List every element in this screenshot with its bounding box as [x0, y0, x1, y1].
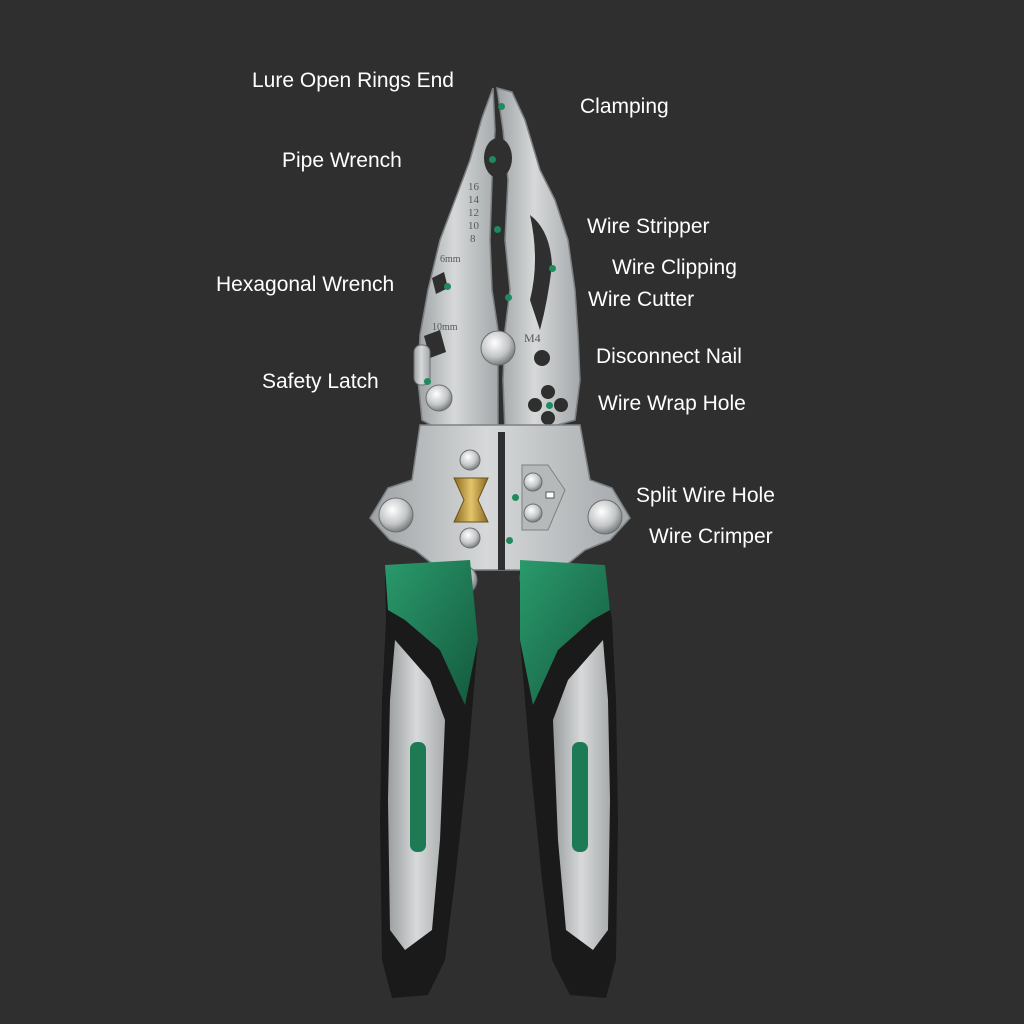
wire-wrap-holes — [528, 385, 568, 425]
label-wire-clipping: Wire Clipping — [612, 256, 737, 279]
label-wire-stripper: Wire Stripper — [587, 215, 710, 238]
right-handle-inset — [572, 742, 588, 852]
wire-clip-cutout — [530, 215, 552, 330]
marker-dot-wire-clipping — [549, 265, 556, 272]
hex-10mm-engraving: 10mm — [432, 322, 458, 333]
left-handle-green — [385, 560, 478, 705]
stripper-notches — [492, 182, 504, 246]
marker-dot-crimper — [506, 537, 513, 544]
main-pivot-rivet — [480, 330, 516, 366]
thread-m4-engraving: M4 — [524, 331, 541, 345]
right-handle-green — [520, 560, 610, 705]
label-split-wire-hole: Split Wire Hole — [636, 484, 775, 507]
marker-dot-wire-wrap — [546, 402, 553, 409]
gauge-16: 16 — [468, 181, 480, 193]
safety-latch-lever — [413, 344, 431, 386]
center-gap — [498, 432, 505, 570]
label-pipe-wrench: Pipe Wrench — [282, 149, 402, 172]
left-handle-inset — [410, 742, 426, 852]
safety-latch-rivet — [425, 384, 453, 412]
label-wire-cutter: Wire Cutter — [588, 288, 695, 311]
right-side-rivet — [587, 499, 623, 535]
hex-6mm-engraving: 6mm — [440, 254, 461, 265]
gauge-8: 8 — [470, 233, 476, 245]
marker-dot-split-wire — [512, 494, 519, 501]
pipe-wrench-cutout — [484, 138, 512, 178]
gauge-12: 12 — [468, 207, 479, 219]
label-lure-open-rings-end: Lure Open Rings End — [252, 69, 454, 92]
label-hexagonal-wrench: Hexagonal Wrench — [216, 273, 395, 296]
marker-dot-hex-wrench — [444, 283, 451, 290]
marker-dot-wire-cutter — [505, 294, 512, 301]
label-wire-crimper: Wire Crimper — [649, 525, 773, 548]
marker-dot-pipe-wrench — [489, 156, 496, 163]
label-clamping: Clamping — [580, 95, 669, 118]
label-disconnect-nail: Disconnect Nail — [596, 345, 742, 368]
marker-dot-lure — [498, 103, 505, 110]
marker-dot-wire-stripper — [494, 226, 501, 233]
gauge-10: 10 — [468, 220, 480, 232]
marker-dot-safety-latch — [424, 378, 431, 385]
label-wire-wrap-hole: Wire Wrap Hole — [598, 392, 746, 415]
left-side-rivet — [378, 497, 414, 533]
disconnect-nail-hole — [534, 350, 550, 366]
brass-spool — [453, 477, 489, 523]
label-safety-latch: Safety Latch — [262, 370, 379, 393]
gauge-14: 14 — [468, 194, 480, 206]
